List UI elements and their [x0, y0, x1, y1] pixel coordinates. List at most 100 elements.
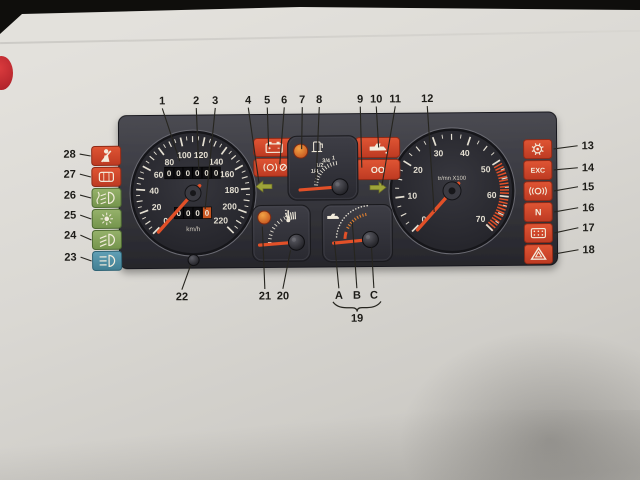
brake-pad-wear-icon	[523, 181, 553, 202]
oil-level-icon	[327, 213, 340, 219]
indicator-exc: EXC	[523, 160, 553, 181]
tachometer-tick-label: 30	[434, 148, 444, 158]
callout-13: 13	[582, 140, 594, 152]
fuel-scale-label: 3/4	[322, 158, 331, 164]
tach-scale-label: tr/mn X100	[438, 176, 466, 182]
callout-A: A	[335, 290, 343, 302]
page-shadow	[0, 410, 640, 480]
callout-2: 2	[193, 95, 199, 107]
callout-25: 25	[64, 210, 76, 222]
callout-27: 27	[64, 169, 76, 181]
fuel-gauge: 13/41/21/4	[287, 135, 359, 201]
callout-4: 4	[245, 95, 252, 107]
odometer-digit: 0	[176, 169, 181, 178]
speedometer-tick-label: 220	[214, 215, 229, 225]
left-turn-arrow-icon	[255, 180, 273, 193]
speedometer-tick-label: 160	[220, 169, 235, 179]
callout-3: 3	[212, 95, 218, 107]
callout-22: 22	[176, 291, 188, 303]
main-beam-icon	[92, 250, 123, 271]
gearbox-warning-icon	[523, 139, 553, 160]
callout-21: 21	[259, 290, 271, 302]
callout-15: 15	[582, 181, 594, 193]
fuel-scale-label: 1/2	[316, 163, 324, 169]
trip-digit: 0	[195, 209, 200, 218]
callout-18: 18	[582, 244, 594, 256]
callout-9: 9	[357, 94, 363, 106]
indicator-text: EXC	[531, 168, 545, 175]
speedometer-tick-label: 120	[194, 150, 209, 160]
odometer-digit: 0	[214, 169, 219, 178]
rear-fog-light-icon	[91, 166, 122, 187]
callout-26: 26	[64, 190, 76, 202]
tachometer-tick-label: 0	[422, 214, 427, 224]
oil-pressure-chips: OO	[355, 136, 401, 181]
speedometer-tick-label: 200	[222, 201, 237, 211]
fuel-scale-label: 1/4	[311, 169, 320, 175]
side-lights-icon	[91, 208, 122, 229]
callout-1: 1	[159, 95, 165, 107]
callout-11: 11	[389, 93, 401, 105]
trip-reset-button	[187, 254, 200, 267]
tachometer-tick-label: 20	[413, 165, 423, 175]
callout-17: 17	[582, 222, 594, 234]
callout-12: 12	[421, 93, 433, 105]
callout-B: B	[353, 290, 361, 302]
speed-unit-label: km/h	[186, 226, 201, 233]
tachometer-tick-label: 60	[487, 190, 497, 200]
tachometer-tick-label: 70	[476, 214, 486, 224]
callout-7: 7	[299, 94, 305, 106]
callout-14: 14	[582, 162, 595, 174]
odometer-digit: 0	[204, 169, 209, 178]
callout-C: C	[370, 289, 378, 301]
trip-digit: 0	[205, 209, 210, 218]
tachometer-tick-label: 50	[481, 164, 491, 174]
odometer-digit: 0	[195, 169, 200, 178]
speedometer-tick-label: 100	[177, 150, 192, 160]
callout-6: 6	[281, 94, 287, 106]
tachometer-tick-label: 10	[407, 191, 417, 201]
callout-23: 23	[64, 252, 76, 264]
callout-20: 20	[277, 290, 289, 302]
callout-8: 8	[316, 94, 322, 106]
speedometer-tick-label: 180	[225, 185, 240, 195]
callout-10: 10	[370, 93, 382, 105]
oo-indicator-text: OO	[371, 165, 385, 175]
odometer-digit: 0	[186, 169, 191, 178]
speedometer-tick-label: 140	[209, 157, 224, 167]
callout-24: 24	[64, 230, 77, 242]
speedometer-tick-label: 40	[149, 186, 159, 196]
dipped-beam-icon	[91, 229, 122, 250]
tachometer: 0 10 20 30 40 50 60 70 tr/mn X100	[388, 127, 516, 255]
tachometer-tick-label: 40	[460, 148, 470, 158]
oil-level-gauge	[321, 203, 394, 263]
red-page-marker	[0, 56, 13, 90]
hazard-warning-icon	[524, 243, 554, 265]
speedometer-tick-label: 0	[163, 216, 168, 226]
callout-28: 28	[63, 149, 75, 161]
corner-shadow	[400, 330, 640, 480]
speedometer-tick-label: 80	[165, 157, 175, 167]
seatbelt-warning-icon	[91, 145, 122, 166]
left-indicator-column	[91, 145, 123, 271]
heated-rear-window-icon	[523, 223, 553, 244]
odometer-digit: 0	[167, 169, 172, 178]
brace-19	[332, 301, 382, 312]
front-fog-light-icon	[91, 187, 122, 208]
callout-5: 5	[264, 94, 270, 106]
callout-19: 19	[351, 313, 363, 325]
fuel-scale-label: 1	[332, 156, 335, 162]
speedometer-tick-label: 60	[154, 170, 164, 180]
trip-digit: 0	[177, 209, 182, 218]
callout-16: 16	[582, 202, 594, 214]
temperature-gauge	[251, 204, 312, 263]
trip-digit: 0	[186, 209, 191, 218]
